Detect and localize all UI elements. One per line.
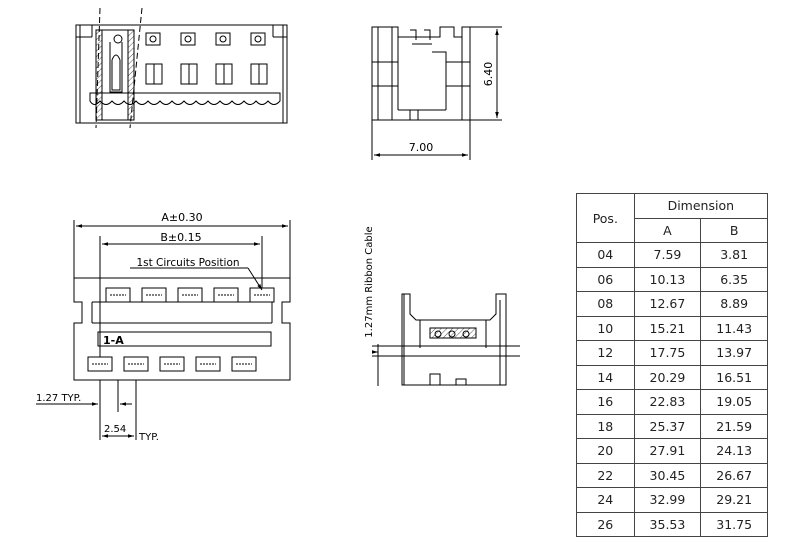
table-header-row: Pos. Dimension xyxy=(576,193,769,243)
cell-b: 26.67 xyxy=(700,462,768,488)
cell-a: 10.13 xyxy=(633,266,702,292)
cell-a: 20.29 xyxy=(633,364,702,390)
section-view xyxy=(372,293,520,386)
label-strip xyxy=(97,331,272,347)
cell-pos: 08 xyxy=(576,291,635,317)
pin-one-marker: 1-A xyxy=(103,334,124,347)
b-dim-label: B±0.15 xyxy=(160,231,201,244)
side-view xyxy=(371,26,502,160)
cell-a: 27.91 xyxy=(633,438,702,464)
cell-b: 13.97 xyxy=(700,340,768,366)
cell-b: 8.89 xyxy=(700,291,768,317)
cell-b: 16.51 xyxy=(700,364,768,390)
cell-a: 15.21 xyxy=(633,315,702,341)
pitch-127-label: 1.27 TYP. xyxy=(36,393,81,404)
cell-a: 12.67 xyxy=(633,291,702,317)
cell-a: 25.37 xyxy=(633,413,702,439)
cell-pos: 06 xyxy=(576,266,635,292)
pitch-254-label: 2.54 xyxy=(104,424,126,435)
first-circuit-label: 1st Circuits Position xyxy=(136,257,239,269)
hatch-right xyxy=(127,29,135,121)
cell-pos: 12 xyxy=(576,340,635,366)
front-contacts-top xyxy=(145,32,266,46)
a-dim-label: A±0.30 xyxy=(161,211,202,224)
contact-section xyxy=(429,327,477,339)
section-body xyxy=(401,293,507,386)
cell-pos: 20 xyxy=(576,438,635,464)
contact-row-1 xyxy=(105,287,275,303)
cell-b: 11.43 xyxy=(700,315,768,341)
col-b-header: B xyxy=(700,217,768,243)
ribbon-cable-label: 1.27mm Ribbon Cable xyxy=(364,226,375,337)
cell-pos: 26 xyxy=(576,511,635,537)
cell-a: 22.83 xyxy=(633,389,702,415)
cell-b: 31.75 xyxy=(700,511,768,537)
cell-b: 19.05 xyxy=(700,389,768,415)
cell-pos: 18 xyxy=(576,413,635,439)
typ-label: TYP. xyxy=(138,432,159,443)
width-dim-label: 7.00 xyxy=(409,141,434,154)
cell-pos: 16 xyxy=(576,389,635,415)
ribbon-cable-profile xyxy=(89,92,281,105)
top-view-body xyxy=(73,277,291,381)
cell-b: 6.35 xyxy=(700,266,768,292)
top-view xyxy=(36,220,291,440)
cell-pos: 14 xyxy=(576,364,635,390)
col-a-header: A xyxy=(633,217,702,243)
hatch-left xyxy=(95,29,103,121)
contact-row-2 xyxy=(87,356,257,372)
cell-b: 29.21 xyxy=(700,487,768,513)
cell-pos: 22 xyxy=(576,462,635,488)
pos-header: Pos. xyxy=(576,193,635,243)
cell-b: 21.59 xyxy=(700,413,768,439)
cell-a: 30.45 xyxy=(633,462,702,488)
cell-a: 17.75 xyxy=(633,340,702,366)
front-contacts-bottom xyxy=(145,63,268,85)
cell-pos: 10 xyxy=(576,315,635,341)
side-view-body xyxy=(371,26,471,121)
cell-b: 3.81 xyxy=(700,242,768,268)
height-dim-label: 6.40 xyxy=(482,62,495,87)
cell-pos: 24 xyxy=(576,487,635,513)
cell-b: 24.13 xyxy=(700,438,768,464)
table-subheader-row: A B xyxy=(577,217,768,243)
front-view-body xyxy=(75,24,288,124)
cell-a: 35.53 xyxy=(633,511,702,537)
cell-a: 7.59 xyxy=(633,242,702,268)
cell-a: 32.99 xyxy=(633,487,702,513)
dimension-header: Dimension xyxy=(633,193,769,219)
front-view xyxy=(75,7,288,129)
cell-pos: 04 xyxy=(576,242,635,268)
